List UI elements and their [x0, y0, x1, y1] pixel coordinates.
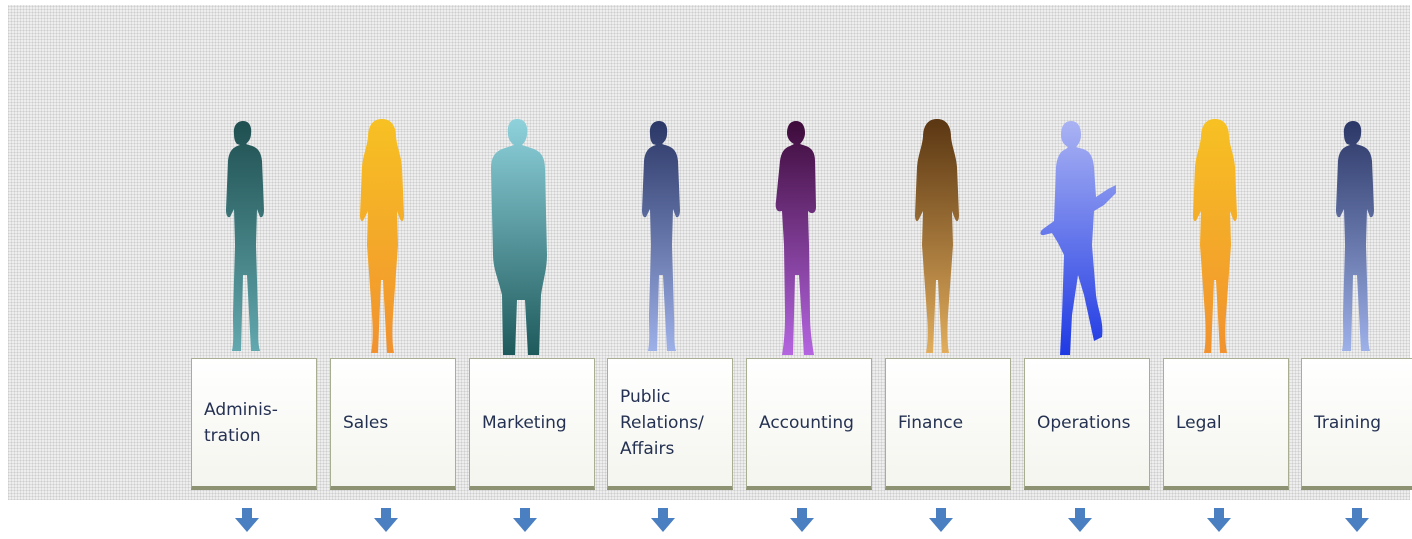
department-label: Public Relations/ Affairs — [620, 386, 704, 459]
department-label: Training — [1314, 412, 1382, 433]
arrow-down-icon — [1345, 508, 1369, 532]
grid-background-top — [8, 5, 1410, 130]
arms-crossed-man-silhouette — [775, 121, 816, 355]
department-box: Training — [1301, 358, 1412, 490]
arrow-down-icon — [1207, 508, 1231, 532]
department-box: Sales — [330, 358, 456, 490]
department-label: Marketing — [482, 412, 567, 433]
department-label: Operations — [1037, 412, 1131, 433]
department-box: Marketing — [469, 358, 595, 490]
arrow-down-icon — [513, 508, 537, 532]
department-box: Accounting — [746, 358, 872, 490]
department-label: Finance — [898, 412, 964, 433]
arrow-down-icon — [374, 508, 398, 532]
gesturing-man-silhouette — [1040, 121, 1116, 355]
department-box: Operations — [1024, 358, 1150, 490]
standing-man-silhouette — [226, 121, 264, 351]
arrow-down-icon — [235, 508, 259, 532]
arrow-down-icon — [790, 508, 814, 532]
department-label: Adminis- tration — [204, 399, 278, 446]
department-label: Accounting — [759, 412, 854, 433]
department-label: Sales — [343, 412, 389, 433]
department-box: Finance — [885, 358, 1011, 490]
department-label: Legal — [1176, 412, 1222, 433]
man-in-coat-silhouette — [491, 119, 547, 355]
standing-man-silhouette — [1336, 121, 1374, 351]
standing-man-silhouette — [642, 121, 680, 351]
standing-woman-silhouette — [915, 119, 959, 353]
arrow-down-icon — [1068, 508, 1092, 532]
department-box: Legal — [1163, 358, 1289, 490]
arrow-down-icon — [651, 508, 675, 532]
arrow-down-icon — [929, 508, 953, 532]
department-box: Public Relations/ Affairs — [607, 358, 733, 490]
standing-woman-silhouette — [1193, 119, 1237, 353]
standing-woman-silhouette — [360, 119, 404, 353]
department-box: Adminis- tration — [191, 358, 317, 490]
